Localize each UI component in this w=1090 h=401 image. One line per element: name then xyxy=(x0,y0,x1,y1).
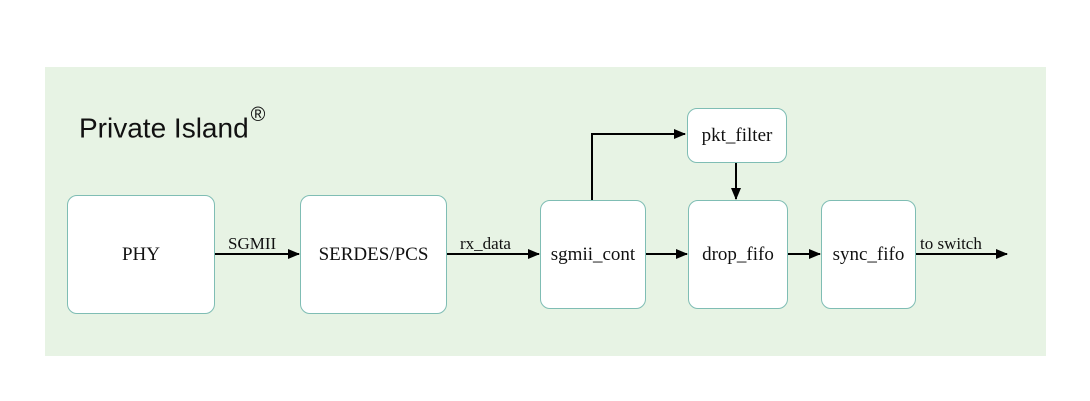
drop-fifo-label: drop_fifo xyxy=(702,243,774,265)
sgmii-cont-block: sgmii_cont xyxy=(540,200,646,309)
phy-block: PHY xyxy=(67,195,215,314)
phy-label: PHY xyxy=(121,243,160,265)
serdes-pcs-block: SERDES/PCS xyxy=(300,195,447,314)
brand-title: Private Island® xyxy=(79,104,265,144)
edge-label-sgmii: SGMII xyxy=(228,234,277,253)
edge-label-to-switch: to switch xyxy=(920,234,982,253)
edge-label-rx-data: rx_data xyxy=(460,234,511,253)
sync-fifo-label: sync_fifo xyxy=(832,243,905,265)
sgmii-cont-label: sgmii_cont xyxy=(550,243,636,265)
arrow-sgmii-cont-to-pkt-filter xyxy=(591,129,686,200)
drop-fifo-block: drop_fifo xyxy=(688,200,788,309)
pkt-filter-label: pkt_filter xyxy=(701,124,773,146)
registered-mark: ® xyxy=(250,104,266,126)
pkt-filter-block: pkt_filter xyxy=(687,108,787,163)
brand-name: Private Island xyxy=(79,112,249,144)
sync-fifo-block: sync_fifo xyxy=(821,200,916,309)
serdes-pcs-label: SERDES/PCS xyxy=(318,243,429,265)
